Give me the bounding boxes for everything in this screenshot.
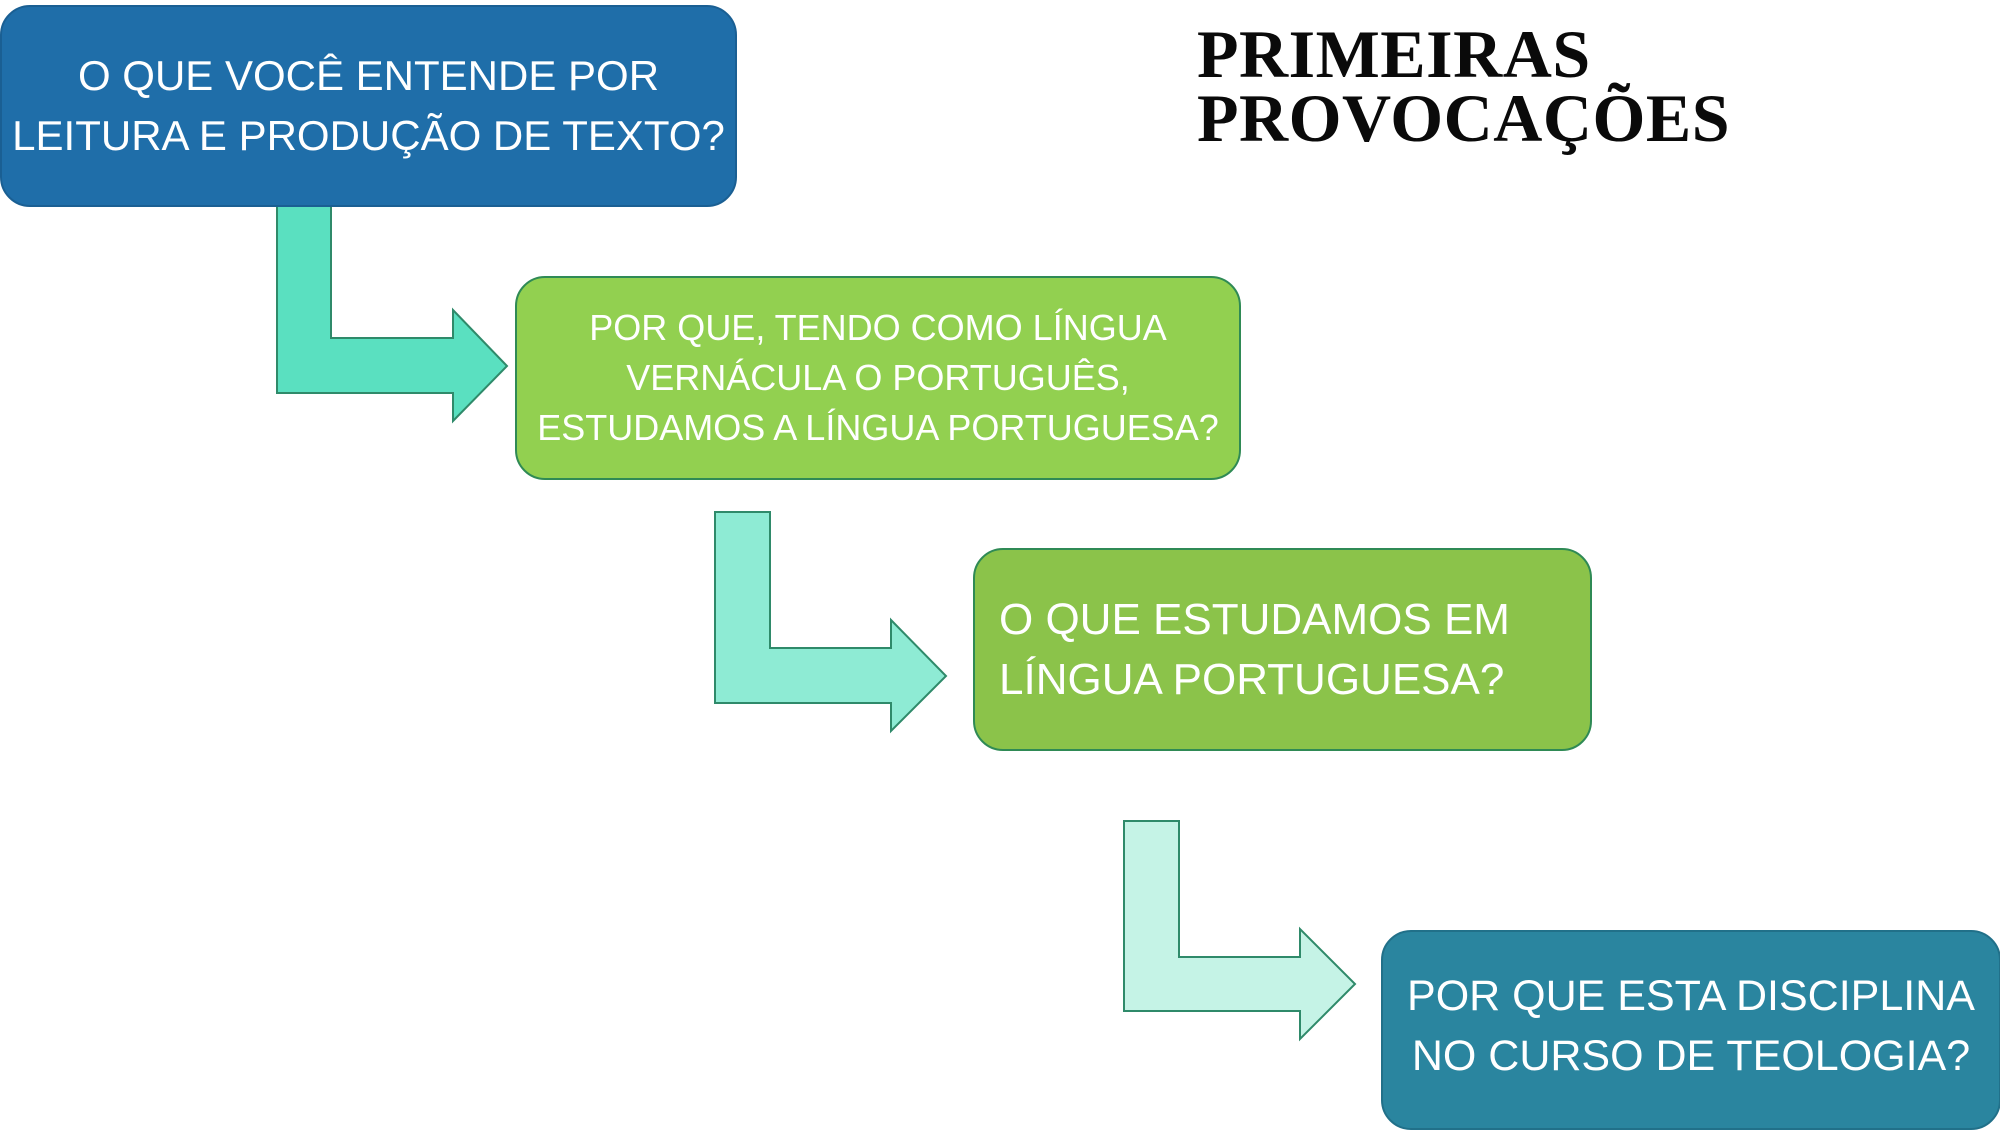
question-1-line-2: LEITURA E PRODUÇÃO DE TEXTO? xyxy=(12,112,725,159)
bent-arrow-icon-2 xyxy=(714,511,948,734)
question-2-line-2: VERNÁCULA O PORTUGUÊS, xyxy=(626,357,1130,398)
slide-title: PRIMEIRAS PROVOCAÇÕES xyxy=(1197,16,1897,156)
bent-arrow-icon-1 xyxy=(276,201,509,424)
title-line-1: PRIMEIRAS xyxy=(1197,16,1591,92)
question-box-2: POR QUE, TENDO COMO LÍNGUA VERNÁCULA O P… xyxy=(515,276,1241,480)
question-box-4: POR QUE ESTA DISCIPLINA NO CURSO DE TEOL… xyxy=(1381,930,2000,1130)
question-box-1: O QUE VOCÊ ENTENDE POR LEITURA E PRODUÇÃ… xyxy=(0,5,737,207)
question-2-line-3: ESTUDAMOS A LÍNGUA PORTUGUESA? xyxy=(537,407,1219,448)
question-3-line-1: O QUE ESTUDAMOS EM xyxy=(999,594,1510,644)
question-3-line-2: LÍNGUA PORTUGUESA? xyxy=(999,654,1505,704)
question-1-line-1: O QUE VOCÊ ENTENDE POR xyxy=(77,52,660,99)
title-line-2: PROVOCAÇÕES xyxy=(1197,80,1731,156)
question-4-line-1: POR QUE ESTA DISCIPLINA xyxy=(1407,972,1975,1020)
question-box-3: O QUE ESTUDAMOS EM LÍNGUA PORTUGUESA? xyxy=(973,548,1592,751)
question-2-line-1: POR QUE, TENDO COMO LÍNGUA xyxy=(589,307,1167,348)
bent-arrow-icon-3 xyxy=(1123,820,1357,1042)
question-4-line-2: NO CURSO DE TEOLOGIA? xyxy=(1411,1032,1971,1080)
